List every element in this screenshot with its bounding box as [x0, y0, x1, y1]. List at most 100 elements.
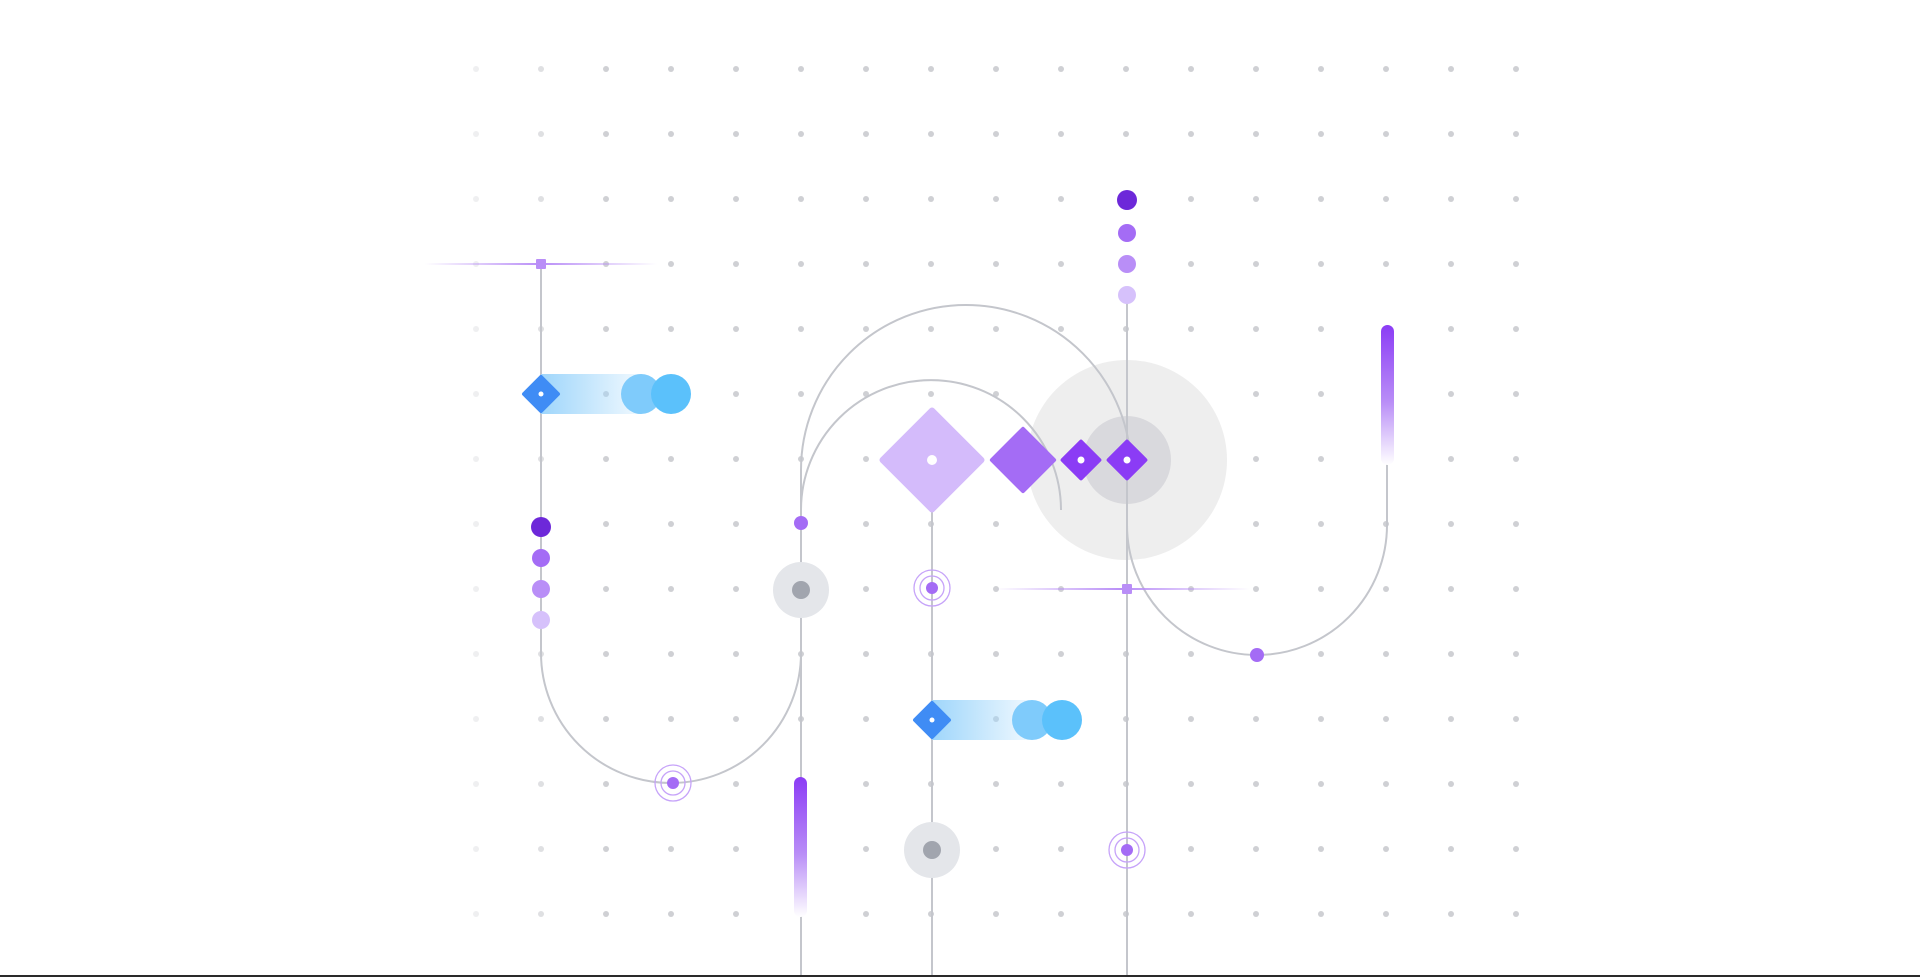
grid-dot — [1318, 66, 1324, 72]
diamond-node-medium — [989, 426, 1057, 494]
track-arch-center — [800, 304, 1132, 510]
grid-dot — [1448, 391, 1454, 397]
grid-dot — [1253, 781, 1259, 787]
grid-dot — [1383, 131, 1389, 137]
grid-dot — [1253, 261, 1259, 267]
grid-dot — [1448, 911, 1454, 917]
grid-dot — [1318, 131, 1324, 137]
grid-dot — [1058, 846, 1064, 852]
grid-dot — [1318, 391, 1324, 397]
glow-pill-connector-top — [522, 374, 691, 414]
grid-dot — [928, 391, 934, 397]
grid-dot — [1448, 261, 1454, 267]
grid-dot — [1448, 66, 1454, 72]
grid-dot — [1058, 66, 1064, 72]
grid-dot — [1123, 66, 1129, 72]
gradient-capsule-right — [1381, 325, 1394, 465]
grid-dot — [1383, 781, 1389, 787]
grid-dot — [1383, 66, 1389, 72]
diamond-node-row — [879, 407, 1148, 513]
grid-dot — [1188, 66, 1194, 72]
grid-dot — [928, 131, 934, 137]
grid-dot — [1058, 781, 1064, 787]
grid-dot — [1188, 781, 1194, 787]
grid-dot — [993, 846, 999, 852]
grid-dot — [1318, 196, 1324, 202]
ripple-node-bottom-right — [1108, 831, 1146, 869]
grid-dot — [993, 521, 999, 527]
grid-dot — [1513, 781, 1519, 787]
grid-dot — [1513, 911, 1519, 917]
grid-fade-overlay — [440, 40, 920, 940]
grid-dot — [1253, 716, 1259, 722]
grid-dot — [1448, 586, 1454, 592]
grid-dot — [1383, 911, 1389, 917]
grid-dot — [1513, 261, 1519, 267]
grid-dot — [1448, 846, 1454, 852]
grid-dot — [1058, 131, 1064, 137]
track-dot — [794, 516, 808, 530]
grid-dot — [1253, 456, 1259, 462]
glow-pill-connector-bottom — [913, 700, 1082, 740]
grid-dot — [1513, 586, 1519, 592]
grid-dot — [993, 326, 999, 332]
grid-dot — [1253, 196, 1259, 202]
grid-dot — [993, 781, 999, 787]
grid-dot — [1448, 131, 1454, 137]
ring-node-left — [773, 562, 829, 618]
status-dot-stack-top — [1117, 190, 1137, 304]
grid-dot — [1318, 651, 1324, 657]
gradient-capsule-bottom — [794, 777, 807, 917]
grid-dot — [1188, 261, 1194, 267]
grid-dot — [1513, 326, 1519, 332]
grid-dot — [1318, 456, 1324, 462]
grid-dot — [928, 66, 934, 72]
grid-dot — [1448, 521, 1454, 527]
grid-dot — [1318, 781, 1324, 787]
track-dot — [1250, 648, 1264, 662]
grid-dot — [1513, 716, 1519, 722]
grid-dot — [1513, 651, 1519, 657]
grid-dot — [1058, 911, 1064, 917]
grid-dot — [993, 261, 999, 267]
grid-dot — [1448, 781, 1454, 787]
grid-dot — [1318, 911, 1324, 917]
grid-dot — [1383, 716, 1389, 722]
grid-dot — [1058, 261, 1064, 267]
grid-dot — [1188, 846, 1194, 852]
grid-dot — [1058, 326, 1064, 332]
ripple-node-bottom-left — [654, 764, 692, 802]
grid-dot — [928, 261, 934, 267]
grid-dot — [1513, 846, 1519, 852]
grid-dot — [1513, 456, 1519, 462]
grid-dot — [993, 131, 999, 137]
grid-dot — [1318, 521, 1324, 527]
grid-dot — [1188, 131, 1194, 137]
grid-dot — [1513, 131, 1519, 137]
crosshair-marker-top-left — [425, 259, 657, 269]
grid-dot — [1188, 196, 1194, 202]
bottom-rule — [0, 975, 1920, 977]
grid-dot — [1058, 196, 1064, 202]
grid-dot — [1513, 391, 1519, 397]
grid-dot — [1188, 651, 1194, 657]
grid-dot — [1188, 326, 1194, 332]
grid-dot — [1513, 196, 1519, 202]
grid-dot — [1253, 911, 1259, 917]
grid-dot — [1318, 716, 1324, 722]
grid-dot — [1188, 911, 1194, 917]
grid-dot — [993, 911, 999, 917]
grid-dot — [1318, 586, 1324, 592]
grid-dot — [1448, 196, 1454, 202]
grid-dot — [1448, 456, 1454, 462]
grid-dot — [1253, 586, 1259, 592]
grid-dot — [993, 196, 999, 202]
grid-dot — [1448, 651, 1454, 657]
grid-dot — [1253, 846, 1259, 852]
grid-dot — [928, 326, 934, 332]
grid-dot — [1253, 391, 1259, 397]
grid-dot — [1383, 846, 1389, 852]
grid-dot — [928, 196, 934, 202]
ring-node-bottom — [904, 822, 960, 878]
